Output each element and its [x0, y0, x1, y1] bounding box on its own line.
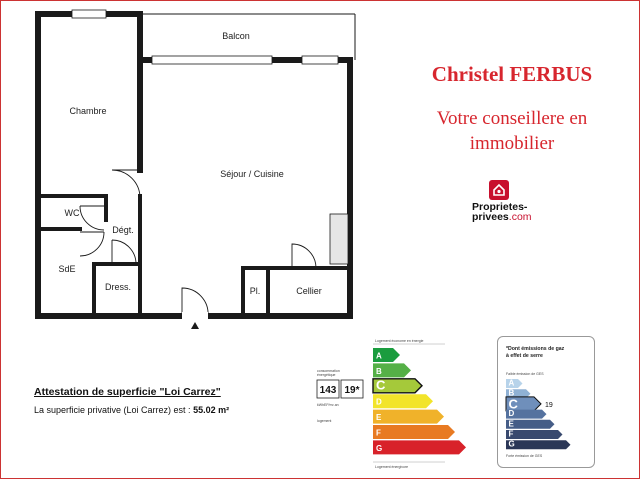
logo-wordmark: Proprietes- privees.com: [472, 201, 532, 223]
door-dress: [111, 239, 137, 265]
door-cellier: [291, 243, 317, 269]
room-label-cellier: Cellier: [296, 286, 322, 296]
energy-bar-letter: G: [376, 444, 382, 453]
ges-bar-letter: C: [509, 396, 519, 411]
kitchen-counter: [329, 213, 349, 265]
ges-heading-line2: à effet de serre: [506, 353, 543, 359]
energy-caption-unit: kWhEP/m².an: [317, 403, 339, 407]
energy-bar-a: A: [373, 348, 400, 362]
ges-bar-letter: F: [509, 430, 514, 439]
floor-plan: Balcon Chambre Séjour / Cuisine WC Dégt.…: [35, 9, 356, 329]
ges-value: 19: [545, 402, 553, 409]
energy-emission-box: [340, 379, 364, 399]
room-label-sde: SdE: [58, 264, 75, 274]
logo-line2-suffix: .com: [508, 211, 532, 223]
energy-bar-b: B: [373, 363, 411, 378]
energy-bar-g: G: [373, 440, 466, 455]
ges-bar-b: B: [506, 389, 531, 399]
energy-bar-f: F: [373, 425, 455, 439]
energy-bar-letter: E: [376, 413, 382, 422]
ges-bar-d: D: [506, 409, 547, 419]
attestation-text: La superficie privative (Loi Carrez) est…: [34, 405, 194, 415]
ges-bar-g: G: [506, 440, 571, 450]
room-label-balcon: Balcon: [222, 31, 250, 41]
agent-role: Votre conseillere en immobilier: [392, 106, 632, 156]
energy-bar-c: C: [372, 377, 423, 394]
ges-caption-bottom: Forte émission de GES: [506, 454, 543, 458]
energy-caption-conso-2: énergétique: [317, 373, 336, 377]
energy-bar-letter: C: [376, 377, 386, 392]
room-label-placard: Pl.: [250, 286, 261, 296]
attestation-value: 55.02 m²: [193, 405, 230, 415]
energy-bar-e: E: [373, 409, 444, 424]
room-label-sejour: Séjour / Cuisine: [220, 169, 284, 179]
energy-bar-d: D: [373, 394, 433, 409]
proprietes-privees-logo: Proprietes- privees.com: [472, 180, 562, 230]
door-sde: [79, 231, 105, 257]
ges-bar-a: A: [506, 379, 523, 388]
energy-bar-letter: F: [376, 429, 381, 438]
ges-bar-letter: B: [509, 389, 515, 398]
attestation-title: Attestation de superficie "Loi Carrez": [34, 386, 221, 398]
entrance-gap: [182, 312, 208, 320]
ges-bar-letter: A: [509, 379, 515, 388]
door-entrance: [181, 287, 209, 317]
logo-line1: Proprietes-: [472, 201, 528, 213]
room-label-dress: Dress.: [105, 282, 131, 292]
room-label-chambre: Chambre: [69, 106, 106, 116]
energy-consumption-box: [316, 379, 340, 399]
room-label-wc: WC: [65, 208, 80, 218]
window-chambre: [71, 9, 107, 19]
ges-bar-letter: E: [509, 419, 515, 428]
ges-bar-letter: G: [509, 440, 515, 449]
energy-caption-logement: logement: [317, 419, 331, 423]
door-wc: [79, 205, 105, 231]
house-key-icon: [489, 180, 509, 200]
energy-bar-letter: B: [376, 367, 382, 376]
agent-role-line1: Votre conseillere en: [436, 108, 588, 129]
ges-bar-e: E: [506, 419, 555, 429]
window-sejour-1: [151, 55, 273, 65]
agent-name: Christel FERBUS: [431, 62, 593, 86]
attestation-line: La superficie privative (Loi Carrez) est…: [34, 405, 229, 415]
agent-role-line2: immobilier: [469, 133, 555, 154]
energy-caption-conso: consommation: [317, 369, 340, 373]
entrance-arrow-icon: [191, 322, 199, 329]
energy-consumption-value: 143: [320, 385, 337, 396]
energy-bar-letter: A: [376, 352, 382, 361]
ges-label: *Dont émissions de gaz à effet de serre …: [497, 336, 595, 468]
energy-label: Logement économe en énergie consommation…: [316, 339, 466, 469]
energy-caption-bottom: Logement énergivore: [375, 465, 408, 469]
door-chambre: [111, 169, 141, 199]
energy-emission-value: 19*: [344, 385, 359, 396]
ges-caption-top: Faible émission de GES: [506, 372, 544, 376]
energy-bar-letter: D: [376, 398, 382, 407]
ges-bar-letter: D: [509, 409, 515, 418]
ges-bar-c: C 19: [505, 396, 553, 412]
room-label-degt: Dégt.: [112, 225, 134, 235]
ges-heading-line1: *Dont émissions de gaz: [506, 346, 565, 352]
energy-caption-top: Logement économe en énergie: [375, 339, 424, 343]
window-sejour-2: [301, 55, 339, 65]
logo-line2-prefix: privees: [472, 211, 509, 223]
ges-bar-f: F: [506, 430, 563, 439]
